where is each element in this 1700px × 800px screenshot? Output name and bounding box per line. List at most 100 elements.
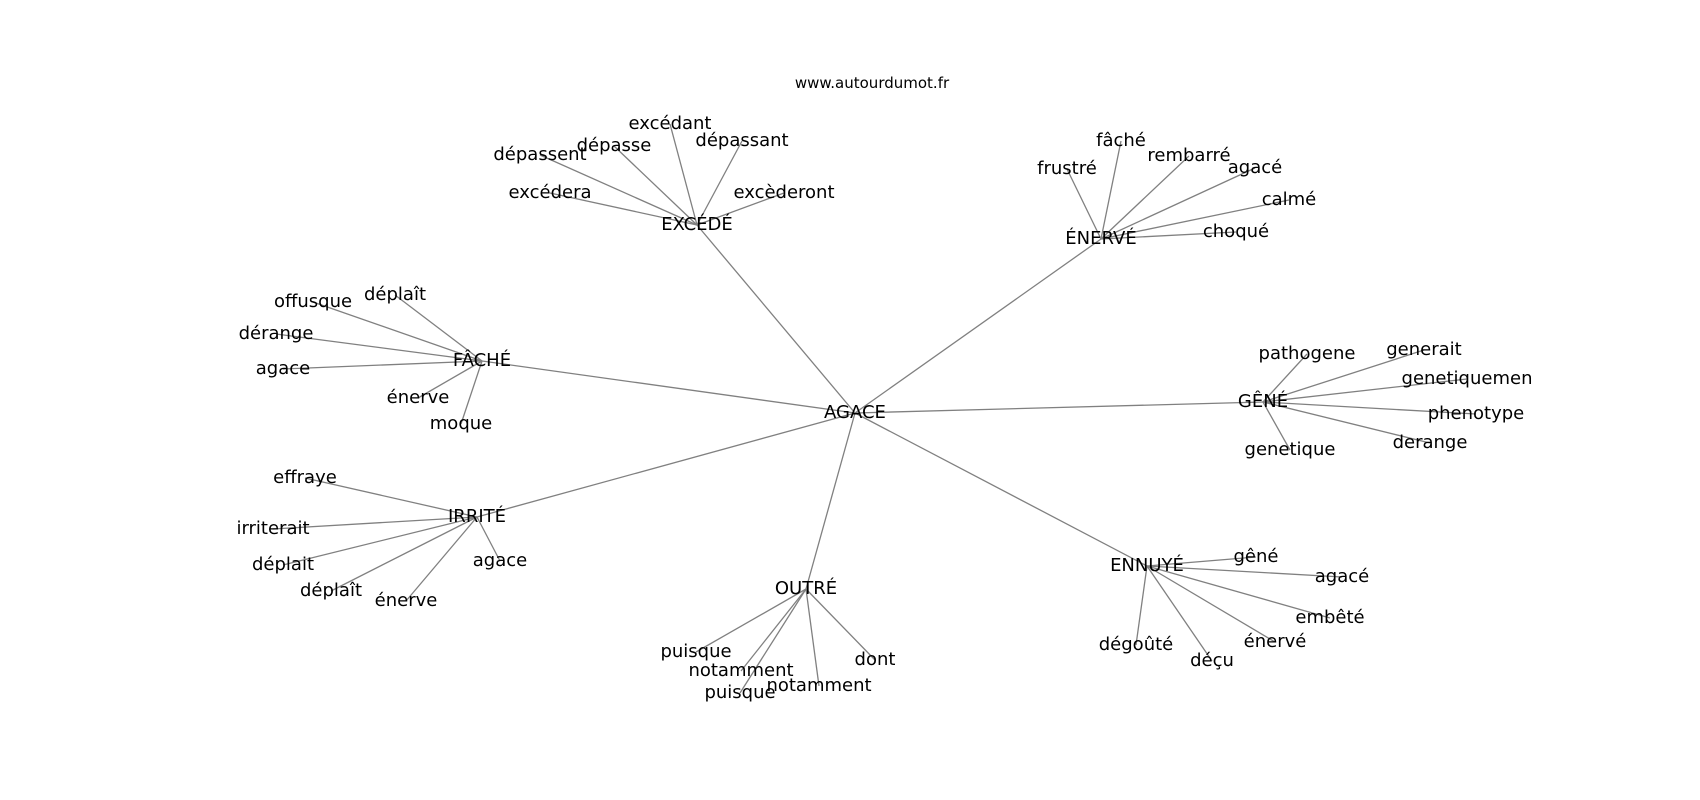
- leaf-node-fache-5[interactable]: moque: [430, 413, 492, 434]
- edge-gene-0: [1262, 353, 1308, 403]
- edge-irrite-4: [405, 516, 478, 602]
- edge-irrite-3: [330, 516, 478, 592]
- leaf-node-outre-0[interactable]: puisque: [660, 641, 731, 662]
- cluster-node-ennuye[interactable]: ENNUYÉ: [1110, 554, 1184, 576]
- edge-ennuye-3: [1146, 565, 1276, 643]
- edge-root-outre: [805, 412, 856, 590]
- leaf-node-gene-1[interactable]: generait: [1386, 339, 1461, 360]
- edge-gene-5: [1262, 401, 1291, 451]
- leaf-node-outre-3[interactable]: notamment: [766, 675, 871, 696]
- leaf-node-gene-5[interactable]: genetique: [1245, 439, 1336, 460]
- leaf-node-enerve-4[interactable]: calmé: [1262, 189, 1317, 210]
- leaf-node-fache-4[interactable]: énerve: [387, 387, 450, 408]
- edge-ennuye-5: [1135, 565, 1148, 646]
- edge-enerve-3: [1100, 167, 1256, 240]
- leaf-node-excede-4[interactable]: excédera: [509, 182, 592, 203]
- leaf-node-enerve-5[interactable]: choqué: [1203, 221, 1269, 242]
- leaf-node-enerve-3[interactable]: agacé: [1228, 157, 1282, 178]
- leaf-node-outre-2[interactable]: puisque: [704, 682, 775, 703]
- edge-irrite-1: [272, 516, 478, 530]
- edge-fache-0: [394, 294, 483, 362]
- leaf-node-ennuye-2[interactable]: embêté: [1295, 607, 1364, 628]
- cluster-node-gene[interactable]: GÊNÉ: [1238, 390, 1288, 412]
- edge-outre-3: [805, 588, 820, 687]
- leaf-node-fache-2[interactable]: dérange: [239, 323, 314, 344]
- leaf-node-irrite-4[interactable]: énerve: [375, 590, 438, 611]
- edge-enerve-1: [1066, 168, 1102, 240]
- leaf-node-irrite-3[interactable]: déplaît: [300, 580, 362, 601]
- leaf-node-irrite-1[interactable]: irriterait: [236, 518, 309, 539]
- leaf-node-ennuye-4[interactable]: déçu: [1190, 650, 1234, 671]
- edge-irrite-0: [304, 477, 478, 518]
- leaf-node-enerve-0[interactable]: fâché: [1096, 130, 1146, 151]
- edge-fache-2: [275, 333, 483, 362]
- edge-excede-3: [539, 154, 698, 226]
- leaf-node-enerve-2[interactable]: rembarré: [1147, 145, 1230, 166]
- edge-root-enerve: [854, 238, 1102, 414]
- leaf-node-excede-5[interactable]: excèderont: [733, 182, 834, 203]
- cluster-node-outre[interactable]: OUTRÉ: [775, 577, 837, 599]
- leaf-node-gene-2[interactable]: genetiquemen: [1402, 368, 1533, 389]
- edge-fache-4: [417, 360, 483, 399]
- edge-enerve-0: [1100, 140, 1122, 240]
- edge-ennuye-4: [1146, 565, 1213, 662]
- edge-excede-1: [613, 145, 698, 226]
- edge-outre-4: [805, 588, 876, 661]
- edge-excede-4: [549, 192, 698, 226]
- cluster-node-fache[interactable]: FÂCHÉ: [453, 349, 511, 371]
- edge-irrite-5: [476, 516, 501, 562]
- leaf-node-irrite-2[interactable]: déplait: [252, 554, 314, 575]
- edge-gene-3: [1262, 401, 1477, 415]
- site-url[interactable]: www.autourdumot.fr: [795, 74, 950, 92]
- leaf-node-ennuye-3[interactable]: énervé: [1244, 631, 1307, 652]
- leaf-node-excede-2[interactable]: dépassant: [695, 130, 788, 151]
- edge-root-fache: [481, 360, 856, 414]
- leaf-node-ennuye-5[interactable]: dégoûté: [1099, 634, 1173, 655]
- edge-outre-1: [740, 588, 807, 672]
- leaf-node-gene-4[interactable]: derange: [1393, 432, 1468, 453]
- leaf-node-irrite-0[interactable]: effraye: [273, 467, 337, 488]
- edge-fache-3: [282, 360, 483, 370]
- edge-irrite-2: [282, 516, 478, 566]
- leaf-node-gene-3[interactable]: phenotype: [1428, 403, 1525, 424]
- cluster-node-enerve[interactable]: ÉNERVÉ: [1065, 227, 1136, 249]
- edge-root-irrite: [476, 412, 856, 518]
- edge-root-ennuye: [854, 412, 1148, 567]
- leaf-node-excede-0[interactable]: excédant: [629, 113, 712, 134]
- leaf-node-excede-3[interactable]: dépassent: [493, 144, 586, 165]
- edge-outre-0: [695, 588, 807, 653]
- leaf-node-ennuye-1[interactable]: agacé: [1315, 566, 1369, 587]
- leaf-node-fache-0[interactable]: déplaît: [364, 284, 426, 305]
- leaf-node-gene-0[interactable]: pathogene: [1259, 343, 1356, 364]
- edge-ennuye-1: [1146, 565, 1343, 578]
- edge-fache-5: [460, 360, 483, 425]
- leaf-node-outre-1[interactable]: notamment: [688, 660, 793, 681]
- cluster-node-irrite[interactable]: IRRITÉ: [448, 505, 506, 527]
- leaf-node-irrite-5[interactable]: agace: [473, 550, 527, 571]
- edge-excede-5: [696, 192, 785, 226]
- edge-layer: [272, 123, 1477, 694]
- edge-enerve-4: [1100, 199, 1290, 240]
- leaf-node-ennuye-0[interactable]: gêné: [1234, 546, 1279, 567]
- edge-enerve-5: [1100, 231, 1237, 240]
- leaf-node-fache-3[interactable]: agace: [256, 358, 310, 379]
- leaf-node-enerve-1[interactable]: frustré: [1037, 158, 1097, 179]
- root-node[interactable]: AGACE: [824, 402, 886, 423]
- leaf-node-fache-1[interactable]: offusque: [274, 291, 352, 312]
- edge-gene-4: [1262, 401, 1431, 444]
- edge-gene-2: [1262, 378, 1468, 403]
- leaf-node-outre-4[interactable]: dont: [855, 649, 896, 670]
- edge-outre-2: [739, 588, 807, 694]
- edge-gene-1: [1262, 349, 1425, 403]
- cluster-node-excede[interactable]: EXCÉDÉ: [661, 213, 733, 235]
- edge-ennuye-2: [1146, 565, 1331, 619]
- edge-enerve-2: [1100, 155, 1190, 240]
- edge-root-excede: [696, 224, 856, 414]
- edge-excede-2: [696, 140, 743, 226]
- leaf-node-excede-1[interactable]: dépasse: [577, 135, 652, 156]
- edge-fache-1: [312, 301, 483, 362]
- edge-ennuye-0: [1146, 556, 1257, 567]
- edge-excede-0: [669, 123, 698, 226]
